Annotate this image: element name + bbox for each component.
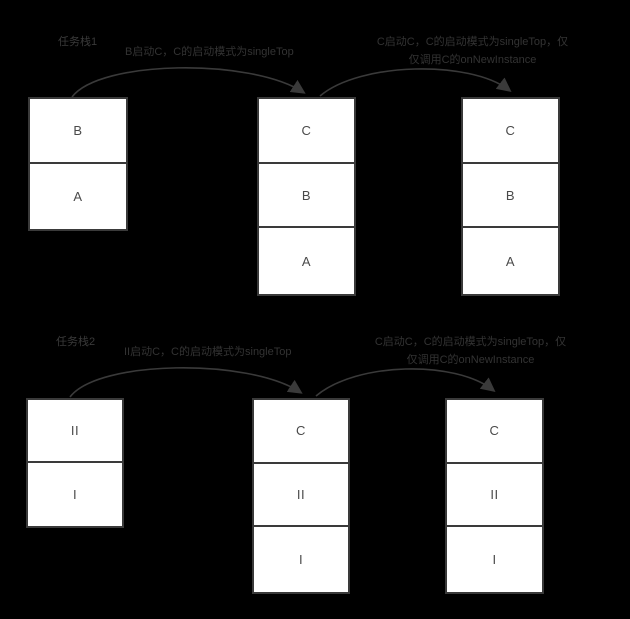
stack-cell: B xyxy=(463,163,558,229)
stack-2-3: C II I xyxy=(445,398,544,594)
arrow-label-2-2-line2: 仅调用C的onNewInstance xyxy=(406,354,535,366)
stack-1-2: C B A xyxy=(257,97,356,296)
stack-cell: C xyxy=(259,99,354,164)
stack-cell: II xyxy=(254,463,348,528)
stack-2-1: II I xyxy=(26,398,124,528)
stack-2-2: C II I xyxy=(252,398,350,594)
stack-1-3: C B A xyxy=(461,97,560,296)
stack-cell: I xyxy=(447,527,542,592)
arrow-label-1-2-line2: 仅调用C的onNewInstance xyxy=(408,54,537,66)
stack-cell: A xyxy=(259,228,354,294)
stack-1-1: B A xyxy=(28,97,128,231)
stack-cell: B xyxy=(259,163,354,229)
stack-cell: I xyxy=(28,463,122,526)
stack-cell: A xyxy=(30,164,126,229)
stack-cell: II xyxy=(28,400,122,464)
arrow-label-1-2-line1: C启动C，C的启动模式为singleTop，仅 xyxy=(376,36,569,48)
stack-cell: I xyxy=(254,527,348,592)
arrow-label-1-1: B启动C，C的启动模式为singleTop xyxy=(125,46,294,58)
arrow-1-1 xyxy=(71,67,306,98)
stack-cell: B xyxy=(30,99,126,165)
arrow-2-1 xyxy=(69,367,303,398)
arrow-1-2 xyxy=(319,68,512,97)
arrow-2-2 xyxy=(315,368,496,397)
arrow-label-2-1: II启动C，C的启动模式为singleTop xyxy=(124,346,292,358)
stack-cell: II xyxy=(447,463,542,528)
stack-cell: C xyxy=(463,99,558,164)
stack-cell: A xyxy=(463,228,558,294)
task-stack-1-title: 任务栈1 xyxy=(58,36,98,48)
stack-cell: C xyxy=(254,400,348,464)
stack-cell: C xyxy=(447,400,542,464)
task-stack-2-title: 任务栈2 xyxy=(56,336,96,348)
arrow-label-2-2-line1: C启动C，C的启动模式为singleTop，仅 xyxy=(374,336,567,348)
